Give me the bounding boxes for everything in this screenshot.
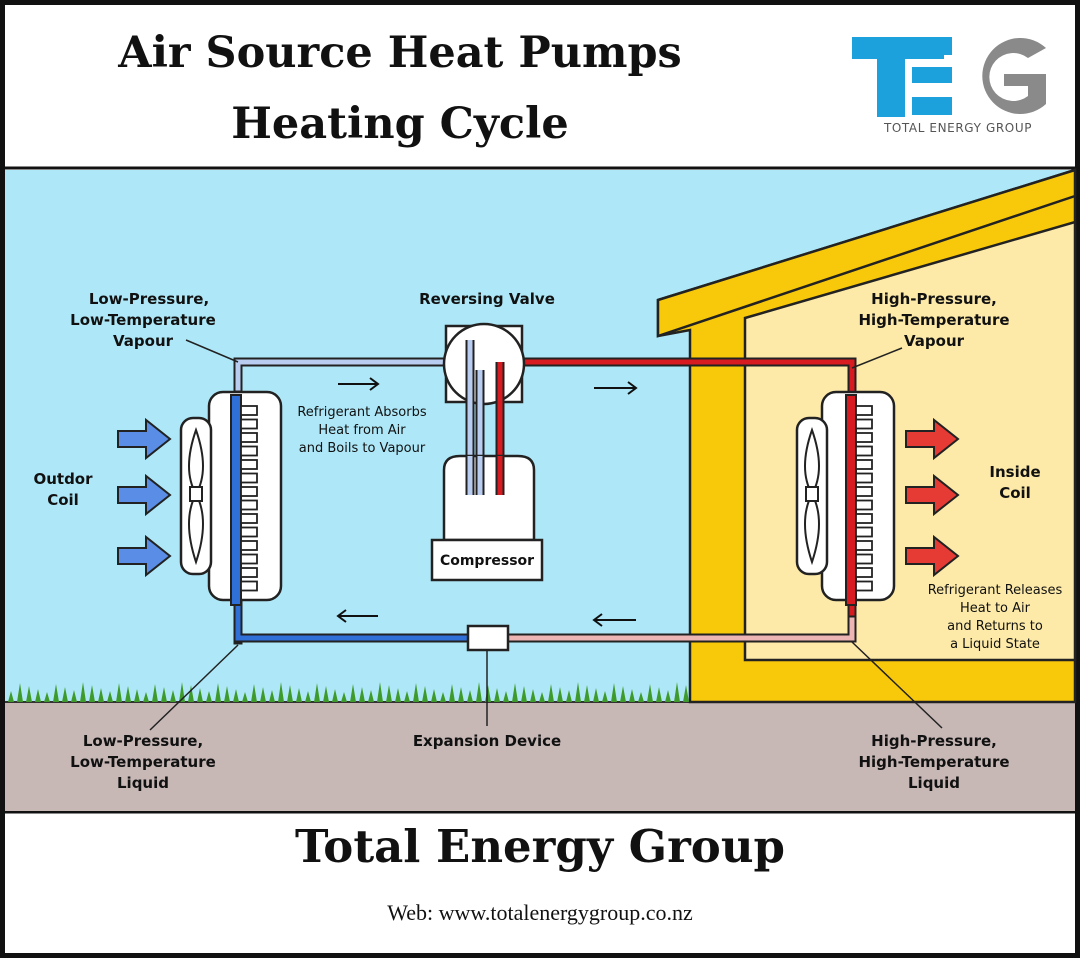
label-outdoor-coil: Outdor Coil — [33, 470, 93, 509]
low-liquid-line2: Low-Temperature — [70, 753, 216, 771]
label-high-liquid: High-Pressure, High-Temperature Liquid — [858, 732, 1009, 792]
releases-line2: Heat to Air — [960, 601, 1031, 616]
high-liquid-line1: High-Pressure, — [871, 732, 997, 750]
absorbs-line2: Heat from Air — [318, 423, 406, 438]
coil-fin — [240, 472, 258, 484]
coil-fin — [855, 540, 873, 551]
low-vapour-line3: Vapour — [113, 332, 174, 350]
reversing-valve — [442, 322, 526, 410]
coil-fin — [240, 499, 258, 511]
label-low-liquid: Low-Pressure, Low-Temperature Liquid — [70, 732, 216, 792]
flow-arrows — [336, 377, 638, 627]
low-liquid-line1: Low-Pressure, — [83, 732, 203, 750]
coil-fin — [240, 459, 258, 470]
coil-fin — [855, 513, 873, 524]
coil-fin — [855, 445, 873, 457]
label-absorbs: Refrigerant Absorbs Heat from Air and Bo… — [297, 405, 426, 456]
title-line-2: Heating Cycle — [231, 99, 569, 149]
logo-tagline: TOTAL ENERGY GROUP — [883, 121, 1033, 135]
coil-fin — [855, 486, 873, 497]
absorbs-line3: and Boils to Vapour — [299, 441, 426, 456]
coil-fin — [855, 567, 873, 578]
coil-fin — [855, 418, 873, 430]
coil-fin — [240, 540, 258, 551]
grass-blades — [8, 682, 689, 702]
high-vapour-line2: High-Temperature — [858, 311, 1009, 329]
releases-line1: Refrigerant Releases — [928, 583, 1063, 598]
low-liquid-line3: Liquid — [117, 774, 169, 792]
coil-fin — [240, 553, 258, 565]
compressor — [430, 454, 544, 582]
coil-fin — [855, 580, 873, 592]
coil-fin — [855, 553, 873, 565]
cold-air-arrows — [117, 417, 172, 578]
coil-fin — [855, 526, 873, 538]
low-vapour-line2: Low-Temperature — [70, 311, 216, 329]
high-vapour-line3: Vapour — [904, 332, 965, 350]
coil-fin — [240, 486, 258, 497]
releases-line4: a Liquid State — [950, 637, 1040, 652]
high-liquid-line3: Liquid — [908, 774, 960, 792]
label-compressor: Compressor — [440, 553, 534, 569]
coil-fin — [240, 405, 258, 416]
footer-title: Total Energy Group — [294, 820, 785, 873]
high-vapour-line1: High-Pressure, — [871, 290, 997, 308]
grass — [8, 682, 689, 702]
coil-fin — [855, 472, 873, 484]
coil-fin — [855, 459, 873, 470]
footer-web-link[interactable]: Web: www.totalenergygroup.co.nz — [387, 900, 693, 925]
teg-logo — [852, 37, 1046, 117]
low-vapour-line1: Low-Pressure, — [89, 290, 209, 308]
coil-fin — [855, 499, 873, 511]
inside-coil-line2: Coil — [999, 484, 1031, 502]
coil-fin — [240, 526, 258, 538]
expansion-device — [466, 624, 510, 652]
absorbs-line1: Refrigerant Absorbs — [297, 405, 426, 420]
title-line-1: Air Source Heat Pumps — [118, 28, 682, 78]
label-releases: Refrigerant Releases Heat to Air and Ret… — [928, 583, 1063, 652]
label-expansion-device: Expansion Device — [413, 732, 561, 750]
high-liquid-line2: High-Temperature — [858, 753, 1009, 771]
coil-fin — [240, 567, 258, 578]
label-low-vapour: Low-Pressure, Low-Temperature Vapour — [70, 290, 216, 350]
label-reversing-valve: Reversing Valve — [419, 290, 555, 308]
outdoor-coil-line2: Coil — [47, 491, 79, 509]
hot-air-arrows — [905, 417, 960, 578]
ground — [5, 702, 1075, 811]
label-inside-coil: Inside Coil — [989, 463, 1040, 502]
coil-fin — [240, 580, 258, 592]
releases-line3: and Returns to — [947, 619, 1043, 634]
coil-fin — [240, 445, 258, 457]
coil-fin — [855, 432, 873, 443]
coil-fin — [240, 418, 258, 430]
inside-coil-line1: Inside — [989, 463, 1040, 481]
outdoor-unit — [179, 390, 283, 606]
outdoor-coil-line1: Outdor — [33, 470, 93, 488]
coil-fin — [855, 405, 873, 416]
leader-lines — [149, 339, 943, 731]
coil-fin — [240, 513, 258, 524]
coil-fin — [240, 432, 258, 443]
label-high-vapour: High-Pressure, High-Temperature Vapour — [858, 290, 1009, 350]
indoor-unit — [795, 390, 896, 606]
